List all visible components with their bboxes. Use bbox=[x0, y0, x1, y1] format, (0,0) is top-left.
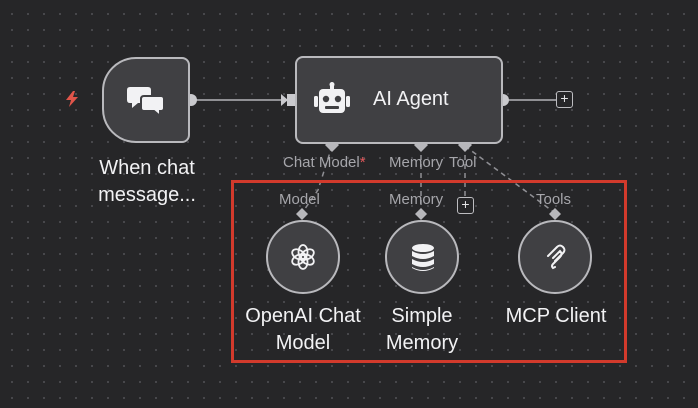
mcp-client-node[interactable] bbox=[518, 220, 592, 294]
memory-port-diamond bbox=[415, 208, 427, 220]
mcp-icon bbox=[547, 244, 566, 270]
agent-input-handle bbox=[287, 94, 295, 106]
selection-highlight bbox=[231, 180, 627, 363]
openai-logo-icon bbox=[291, 244, 315, 270]
openai-chat-model-node[interactable] bbox=[266, 220, 340, 294]
wire-tool bbox=[464, 145, 556, 214]
mcp-port-label: Tools bbox=[536, 191, 572, 208]
ai-agent-node[interactable] bbox=[295, 56, 503, 144]
wire-model bbox=[301, 145, 333, 214]
openai-port-diamond bbox=[296, 208, 308, 220]
port-label-chat-model: Chat Model* bbox=[283, 154, 366, 171]
mcp-title: MCP Client bbox=[505, 305, 607, 327]
openai-port-label: Model bbox=[279, 191, 320, 208]
lightning-bolt-icon bbox=[66, 91, 78, 107]
ai-agent-title: AI Agent bbox=[373, 88, 449, 110]
port-label-memory: Memory bbox=[389, 154, 444, 171]
chat-bubbles-icon bbox=[127, 87, 165, 119]
trigger-title-line2: message... bbox=[98, 184, 196, 206]
chat-trigger-node[interactable] bbox=[102, 57, 190, 143]
port-label-tool: Tool bbox=[449, 154, 477, 171]
add-output-button[interactable]: + bbox=[556, 91, 573, 108]
simple-memory-node[interactable] bbox=[385, 220, 459, 294]
memory-title-line2: Memory bbox=[385, 332, 459, 354]
memory-title-line1: Simple bbox=[391, 305, 453, 327]
memory-port-label: Memory bbox=[389, 191, 444, 208]
mcp-port-diamond bbox=[549, 208, 561, 220]
openai-title-line2: Model bbox=[275, 332, 331, 354]
openai-title-line1: OpenAI Chat bbox=[245, 305, 361, 327]
trigger-title-line1: When chat bbox=[99, 157, 195, 179]
add-tool-button[interactable]: + bbox=[457, 197, 474, 214]
robot-icon bbox=[314, 82, 350, 113]
database-icon bbox=[412, 244, 434, 271]
